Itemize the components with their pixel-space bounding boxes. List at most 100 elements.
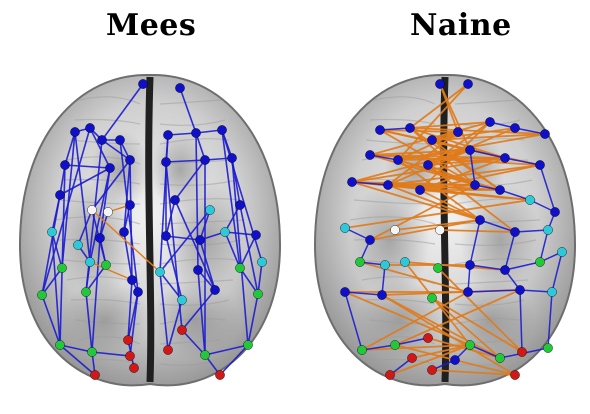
brain-node-left bbox=[205, 205, 214, 214]
brain-node-right bbox=[463, 79, 472, 88]
brain-node-left bbox=[95, 233, 104, 242]
brain-node-right bbox=[415, 185, 424, 194]
brain-node-right bbox=[390, 225, 399, 234]
brain-node-left bbox=[55, 190, 64, 199]
brain-node-right bbox=[485, 117, 494, 126]
brain-node-right bbox=[510, 123, 519, 132]
brain-node-left bbox=[243, 340, 252, 349]
brain-node-right bbox=[427, 293, 436, 302]
brain-node-right bbox=[347, 177, 356, 186]
brain-node-right bbox=[423, 333, 432, 342]
brain-node-right bbox=[470, 180, 479, 189]
brain-node-left bbox=[87, 205, 96, 214]
midline-fissure-left bbox=[149, 77, 151, 382]
brain-node-right bbox=[535, 160, 544, 169]
brain-node-left bbox=[155, 267, 164, 276]
brain-node-right bbox=[450, 355, 459, 364]
brain-node-right bbox=[423, 160, 432, 169]
brain-node-right bbox=[390, 340, 399, 349]
brain-node-right bbox=[435, 225, 444, 234]
brain-node-right bbox=[340, 287, 349, 296]
brain-left bbox=[20, 75, 280, 385]
brain-node-left bbox=[191, 128, 200, 137]
brain-node-left bbox=[138, 79, 147, 88]
brain-node-left bbox=[195, 235, 204, 244]
brain-node-left bbox=[90, 370, 99, 379]
brain-node-right bbox=[465, 340, 474, 349]
brain-node-right bbox=[510, 370, 519, 379]
brain-node-left bbox=[177, 295, 186, 304]
brain-node-right bbox=[357, 345, 366, 354]
brain-node-left bbox=[60, 160, 69, 169]
brain-node-right bbox=[495, 353, 504, 362]
brain-node-right bbox=[405, 123, 414, 132]
brain-node-left bbox=[85, 123, 94, 132]
brain-node-left bbox=[85, 257, 94, 266]
brain-node-left bbox=[115, 135, 124, 144]
brain-node-right bbox=[400, 257, 409, 266]
brain-node-left bbox=[103, 207, 112, 216]
brain-node-right bbox=[510, 227, 519, 236]
brain-node-left bbox=[127, 275, 136, 284]
brain-node-right bbox=[365, 150, 374, 159]
brain-node-left bbox=[70, 127, 79, 136]
brain-node-right bbox=[355, 257, 364, 266]
brain-node-right bbox=[543, 225, 552, 234]
brain-node-right bbox=[393, 155, 402, 164]
brain-node-left bbox=[163, 130, 172, 139]
brain-node-left bbox=[119, 227, 128, 236]
brain-node-left bbox=[81, 287, 90, 296]
brain-node-right bbox=[525, 195, 534, 204]
brain-node-left bbox=[251, 230, 260, 239]
brain-node-left bbox=[220, 227, 229, 236]
brain-node-right bbox=[465, 260, 474, 269]
brain-node-right bbox=[547, 287, 556, 296]
brain-node-right bbox=[465, 145, 474, 154]
brain-node-right bbox=[535, 257, 544, 266]
brain-node-left bbox=[227, 153, 236, 162]
brain-node-left bbox=[37, 290, 46, 299]
brain-node-right bbox=[375, 125, 384, 134]
brain-node-right bbox=[383, 180, 392, 189]
brain-node-left bbox=[73, 240, 82, 249]
brain-node-left bbox=[55, 340, 64, 349]
brain-node-left bbox=[57, 263, 66, 272]
brain-node-right bbox=[407, 353, 416, 362]
brain-node-left bbox=[200, 350, 209, 359]
brain-node-right bbox=[377, 290, 386, 299]
brain-node-left bbox=[105, 163, 114, 172]
brain-node-right bbox=[500, 153, 509, 162]
brain-node-left bbox=[170, 195, 179, 204]
brain-node-left bbox=[125, 351, 134, 360]
brain-node-left bbox=[87, 347, 96, 356]
brain-node-right bbox=[543, 343, 552, 352]
brain-node-left bbox=[235, 200, 244, 209]
brain-shading-left bbox=[150, 130, 210, 210]
brain-node-left bbox=[47, 227, 56, 236]
brain-node-left bbox=[161, 231, 170, 240]
brain-node-left bbox=[253, 289, 262, 298]
brain-node-left bbox=[133, 287, 142, 296]
brain-node-left bbox=[163, 345, 172, 354]
brain-node-left bbox=[175, 83, 184, 92]
brain-node-left bbox=[217, 125, 226, 134]
brain-node-left bbox=[257, 257, 266, 266]
brain-node-right bbox=[380, 260, 389, 269]
brain-node-right bbox=[557, 247, 566, 256]
brain-node-right bbox=[435, 79, 444, 88]
brain-node-left bbox=[125, 155, 134, 164]
brain-node-left bbox=[200, 155, 209, 164]
brain-node-right bbox=[515, 285, 524, 294]
brain-node-right bbox=[517, 347, 526, 356]
brain-node-left bbox=[123, 335, 132, 344]
brain-node-right bbox=[433, 263, 442, 272]
brain-node-left bbox=[177, 325, 186, 334]
brain-node-right bbox=[427, 135, 436, 144]
brain-node-right bbox=[463, 287, 472, 296]
brain-node-right bbox=[427, 365, 436, 374]
brain-node-right bbox=[540, 129, 549, 138]
brain-node-left bbox=[210, 285, 219, 294]
brain-node-left bbox=[193, 265, 202, 274]
brain-shading-left bbox=[150, 280, 240, 360]
